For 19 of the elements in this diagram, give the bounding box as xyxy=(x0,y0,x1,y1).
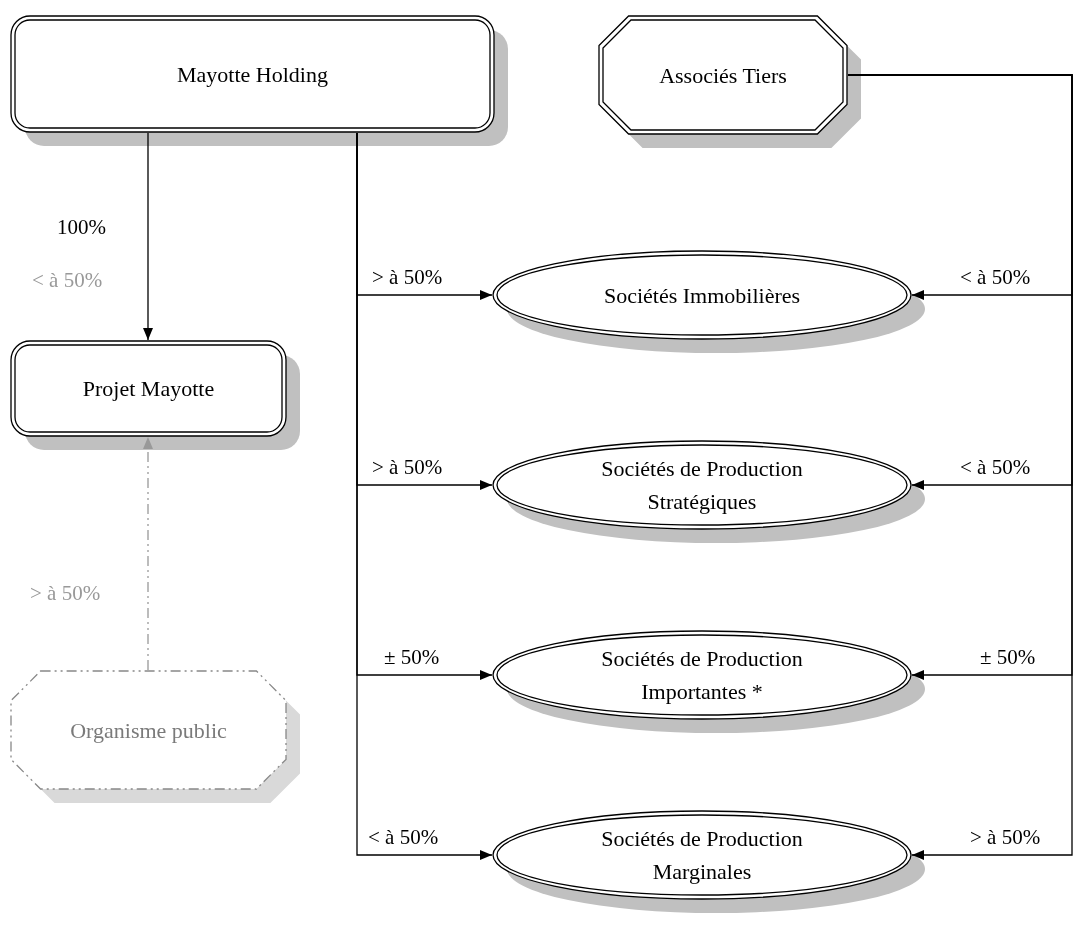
node-label: Projet Mayotte xyxy=(81,375,216,403)
node-label: Mayotte Holding xyxy=(176,60,329,89)
entity-box xyxy=(10,15,495,133)
node-label: Sociétés de Production Importantes * xyxy=(600,645,804,706)
entity-ellipse xyxy=(492,630,912,720)
entity-ellipse xyxy=(492,440,912,530)
entity-octagon xyxy=(598,15,848,135)
entity-ellipse xyxy=(492,250,912,340)
node-label: Associés Tiers xyxy=(658,61,788,90)
node-label: Sociétés de Production Stratégiques xyxy=(600,455,804,516)
node-label: Sociétés Immobilières xyxy=(602,281,802,310)
entity-ellipse xyxy=(492,810,912,900)
arrow xyxy=(356,132,493,860)
node-label: Sociétés de Production Marginales xyxy=(600,825,804,886)
arrow xyxy=(143,132,153,341)
arrow xyxy=(143,436,153,671)
entity-box xyxy=(10,340,287,437)
entity-octagon xyxy=(10,670,287,790)
node-label: Organisme public xyxy=(69,716,228,745)
